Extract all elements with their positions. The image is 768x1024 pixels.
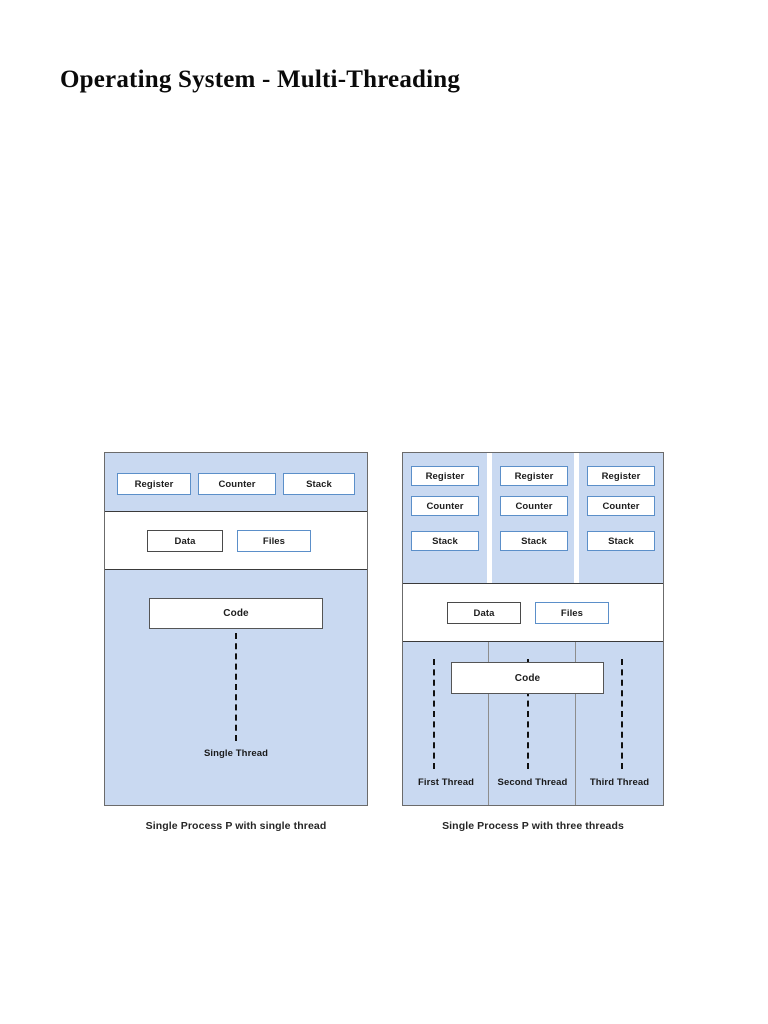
box-counter: Counter [587, 496, 655, 516]
box-stack: Stack [411, 531, 479, 551]
thread-line-third [621, 659, 623, 769]
thread-label-single: Single Thread [203, 748, 269, 759]
figure-multi-thread: Register Counter Stack Register Counter … [402, 452, 664, 832]
thread-column-second: Register Counter Stack [492, 453, 574, 583]
thread-label-first: First Thread [417, 777, 475, 788]
box-code: Code [149, 598, 323, 629]
box-register: Register [587, 466, 655, 486]
caption-multi-thread: Single Process P with three threads [442, 820, 624, 832]
multi-thread-registers-band: Register Counter Stack Register Counter … [403, 453, 663, 583]
box-counter: Counter [500, 496, 568, 516]
thread-line-second [527, 659, 529, 769]
single-thread-process-panel: Register Counter Stack Data Files Code S… [104, 452, 368, 806]
box-stack: Stack [283, 473, 355, 495]
thread-column-third: Register Counter Stack [579, 453, 663, 583]
box-data: Data [147, 530, 223, 552]
single-thread-shared-band: Data Files [105, 511, 367, 569]
multi-thread-shared-band: Data Files [403, 583, 663, 641]
box-register: Register [411, 466, 479, 486]
box-register: Register [117, 473, 191, 495]
box-data: Data [447, 602, 521, 624]
multi-thread-process-panel: Register Counter Stack Register Counter … [402, 452, 664, 806]
box-counter: Counter [198, 473, 276, 495]
box-stack: Stack [500, 531, 568, 551]
page-title: Operating System - Multi-Threading [60, 66, 461, 93]
box-files: Files [535, 602, 609, 624]
caption-single-thread: Single Process P with single thread [145, 820, 327, 832]
figure-single-thread: Register Counter Stack Data Files Code S… [104, 452, 368, 832]
single-thread-registers-band: Register Counter Stack [105, 453, 367, 511]
multi-thread-code-band: Code First Thread Second Thread Third Th… [403, 641, 663, 805]
box-code: Code [451, 662, 604, 694]
thread-label-second: Second Thread [497, 777, 568, 788]
box-stack: Stack [587, 531, 655, 551]
box-register: Register [500, 466, 568, 486]
thread-label-third: Third Thread [589, 777, 650, 788]
thread-line-first [433, 659, 435, 769]
box-files: Files [237, 530, 311, 552]
thread-column-first: Register Counter Stack [403, 453, 487, 583]
single-thread-code-band: Code Single Thread [105, 569, 367, 805]
box-counter: Counter [411, 496, 479, 516]
thread-line-single [235, 633, 237, 741]
